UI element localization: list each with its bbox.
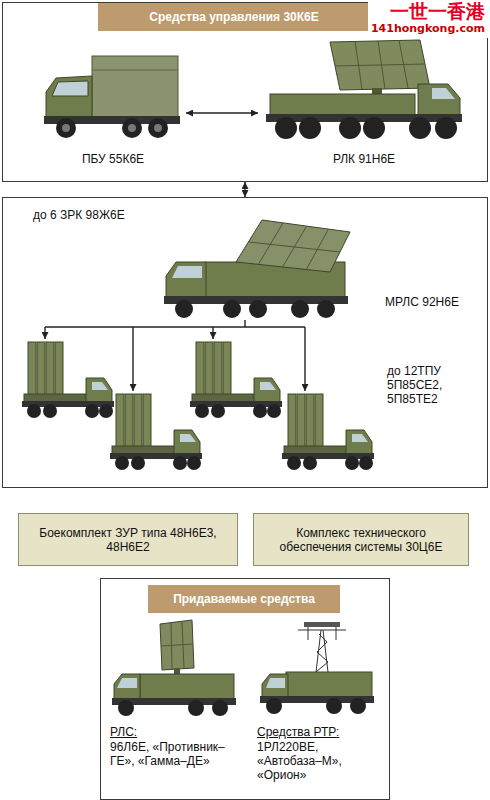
command-post-truck-part <box>148 118 168 138</box>
multifunction-radar-truck-part <box>317 300 335 318</box>
vehicle-node: РЛС:96Л6Е, «Противник–ГЕ», «Гамма–ДЕ» <box>108 615 240 795</box>
process-box: Комплекс технического обеспечения систем… <box>253 513 469 566</box>
connector-line <box>186 112 258 113</box>
connector-line <box>244 182 245 197</box>
caption-text: 96Л6Е, «Противник–ГЕ», «Гамма–ДЕ» <box>110 740 232 768</box>
process-box: Боекомплект ЗУР типа 48Н6Е3, 48Н6Е2 <box>18 513 238 566</box>
multifunction-radar-truck-part <box>166 262 206 300</box>
rtr-truck-part <box>298 627 346 640</box>
radar-truck-part <box>432 88 455 99</box>
connector-line <box>212 327 213 339</box>
panel-heading: Средства управления 30К6Е <box>98 3 370 31</box>
rtr-truck-part <box>304 622 340 627</box>
radar-truck-part <box>275 117 297 139</box>
multifunction-radar-truck-part <box>175 300 193 318</box>
radar-truck-part <box>339 117 361 139</box>
box-text: Боекомплект ЗУР типа 48Н6Е3, 48Н6Е2 <box>27 526 229 554</box>
watermark-text: 一世一香港 <box>368 0 488 22</box>
radar-truck-part <box>335 40 425 89</box>
rtr-truck-part <box>286 672 372 698</box>
rtr-truck-part <box>326 698 342 714</box>
radar-truck-part <box>330 40 430 90</box>
radar-96l6e-truck-part <box>114 674 140 702</box>
radar-96l6e-truck-part <box>188 700 204 716</box>
radar-truck-part <box>299 117 321 139</box>
radar-96l6e-truck-part <box>160 620 194 670</box>
launcher-vehicle <box>282 394 374 470</box>
command-post-truck-part <box>154 124 162 132</box>
multifunction-radar-truck-part <box>172 266 202 278</box>
command-post-truck-part <box>92 56 178 118</box>
radar-96l6e-truck-part <box>161 622 193 669</box>
watermark-text: 141hongkong.com <box>368 22 488 35</box>
radar-96l6e-truck-part <box>212 700 228 716</box>
vehicle-node: Средства РТР:1РЛ220ВЕ, «Автобаза–М», «Ор… <box>255 615 385 795</box>
vehicle-node: РЛК 91Н6Е <box>258 30 470 170</box>
radar-truck-part <box>363 117 385 139</box>
connector <box>45 320 305 391</box>
multifunction-radar-truck-part <box>236 220 350 272</box>
caption-heading: Средства РТР: <box>257 725 377 739</box>
connector-line <box>304 327 305 391</box>
command-post-truck-part <box>56 118 76 138</box>
radar-truck-part <box>418 84 460 118</box>
node-label: РЛК 91Н6Е <box>333 152 395 166</box>
connector-line <box>132 327 133 391</box>
rtr-truck-part <box>350 698 366 714</box>
connector-line <box>44 327 45 339</box>
radar-truck-part <box>409 117 431 139</box>
node-label: ПБУ 55К6Е <box>82 152 144 166</box>
command-post-truck-part <box>52 81 88 96</box>
radar-truck-part <box>435 117 457 139</box>
panel-heading: Придаваемые средства <box>148 585 340 613</box>
node-label: МРЛС 92Н6Е <box>385 295 480 309</box>
sam-panel: до 6 ЗРК 98Ж6Е МРЛС 92Н6Е до 12ТПУ 5П85СЕ2… <box>2 197 488 488</box>
launcher-vehicle <box>22 342 114 418</box>
radar-truck-part <box>270 94 415 116</box>
command-post-truck-part <box>46 76 92 120</box>
radar-96l6e-truck-part <box>118 700 134 716</box>
connector-line <box>244 320 245 327</box>
rtr-truck-part <box>266 698 282 714</box>
node-label: до 12ТПУ 5П85СЕ2, 5П85ТЕ2 <box>387 364 483 406</box>
rtr-truck <box>260 622 374 714</box>
command-post-truck <box>44 56 180 138</box>
launcher-group: до 12ТПУ 5П85СЕ2, 5П85ТЕ2 <box>15 336 485 480</box>
multifunction-radar-truck-part <box>223 300 241 318</box>
launcher-vehicle <box>190 342 282 418</box>
multifunction-radar-truck <box>164 220 350 318</box>
radar-96l6e-truck <box>112 620 236 716</box>
radar-node: МРЛС 92Н6Е <box>160 215 485 320</box>
caption-text: 1РЛ220ВЕ, «Автобаза–М», «Орион» <box>257 740 377 782</box>
command-post-truck-part <box>128 124 136 132</box>
radar-96l6e-truck-part <box>117 678 137 688</box>
radar-truck-part <box>266 114 462 122</box>
rtr-truck-part <box>316 630 328 672</box>
connector-line <box>45 326 305 327</box>
multifunction-radar-truck-part <box>249 223 340 270</box>
multifunction-radar-truck-part <box>291 300 309 318</box>
multifunction-radar-truck-part <box>249 300 267 318</box>
command-post-truck-part <box>122 118 142 138</box>
command-post-truck-part <box>62 124 70 132</box>
launcher-vehicle <box>110 394 202 470</box>
attached-panel: Придаваемые средстваРЛС:96Л6Е, «Противни… <box>100 578 390 800</box>
connector <box>186 113 258 114</box>
vehicle-node: ПБУ 55К6Е <box>40 48 186 170</box>
box-text: Комплекс технического обеспечения систем… <box>262 526 460 554</box>
caption-heading: РЛС: <box>110 725 232 739</box>
radar-truck <box>266 40 462 139</box>
rtr-truck-part <box>266 678 285 688</box>
command-post-truck-part <box>92 70 178 71</box>
connector <box>245 182 246 197</box>
watermark: 一世一香港141hongkong.com <box>368 0 488 38</box>
panel-heading: до 6 ЗРК 98Ж6Е <box>33 208 125 222</box>
radar-96l6e-truck-part <box>140 674 234 700</box>
